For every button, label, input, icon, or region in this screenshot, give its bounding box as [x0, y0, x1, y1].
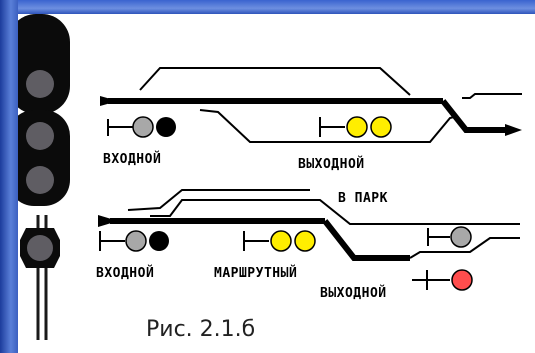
bottom-exit-lunar-lamp — [450, 226, 472, 248]
bottom-entry-dark-lamp — [149, 231, 169, 251]
bottom-track-scheme — [98, 189, 520, 290]
figure-caption: Рис. 2.1.б — [146, 317, 255, 342]
top-track-scheme — [100, 67, 522, 143]
signal-lens-3 — [26, 166, 54, 194]
slide-frame-top — [0, 0, 535, 14]
signal-mast — [18, 14, 70, 340]
top-exit-yellow-lamp-2 — [370, 116, 392, 138]
bottom-exit-red-lamp — [451, 269, 473, 291]
route-yellow-lamp-1 — [270, 230, 292, 252]
bottom-exit-label: ВЫХОДНОЙ — [320, 285, 387, 301]
route-label: МАРШРУТНЫЙ — [214, 265, 297, 281]
top-entry-label: ВХОДНОЙ — [103, 151, 161, 167]
park-label: В ПАРК — [338, 191, 388, 206]
bottom-entry-label: ВХОДНОЙ — [96, 265, 154, 281]
figure-panel: ВХОДНОЙ ВЫХОДНОЙ В ПАРК ВХОДНОЙ МАРШРУТН… — [18, 14, 535, 353]
signal-head-top — [18, 14, 70, 114]
top-exit-yellow-lamp-1 — [346, 116, 368, 138]
top-entry-lunar-lamp — [132, 116, 154, 138]
signal-lens-1 — [26, 70, 54, 98]
signal-lens-2 — [26, 122, 54, 150]
top-entry-dark-lamp — [156, 117, 176, 137]
signal-diagram: ВХОДНОЙ ВЫХОДНОЙ В ПАРК ВХОДНОЙ МАРШРУТН… — [18, 14, 522, 342]
bottom-entry-lunar-lamp — [125, 230, 147, 252]
top-exit-label: ВЫХОДНОЙ — [298, 156, 365, 172]
slide-frame-left — [0, 0, 18, 353]
signal-lens-4 — [27, 235, 53, 261]
route-yellow-lamp-2 — [294, 230, 316, 252]
